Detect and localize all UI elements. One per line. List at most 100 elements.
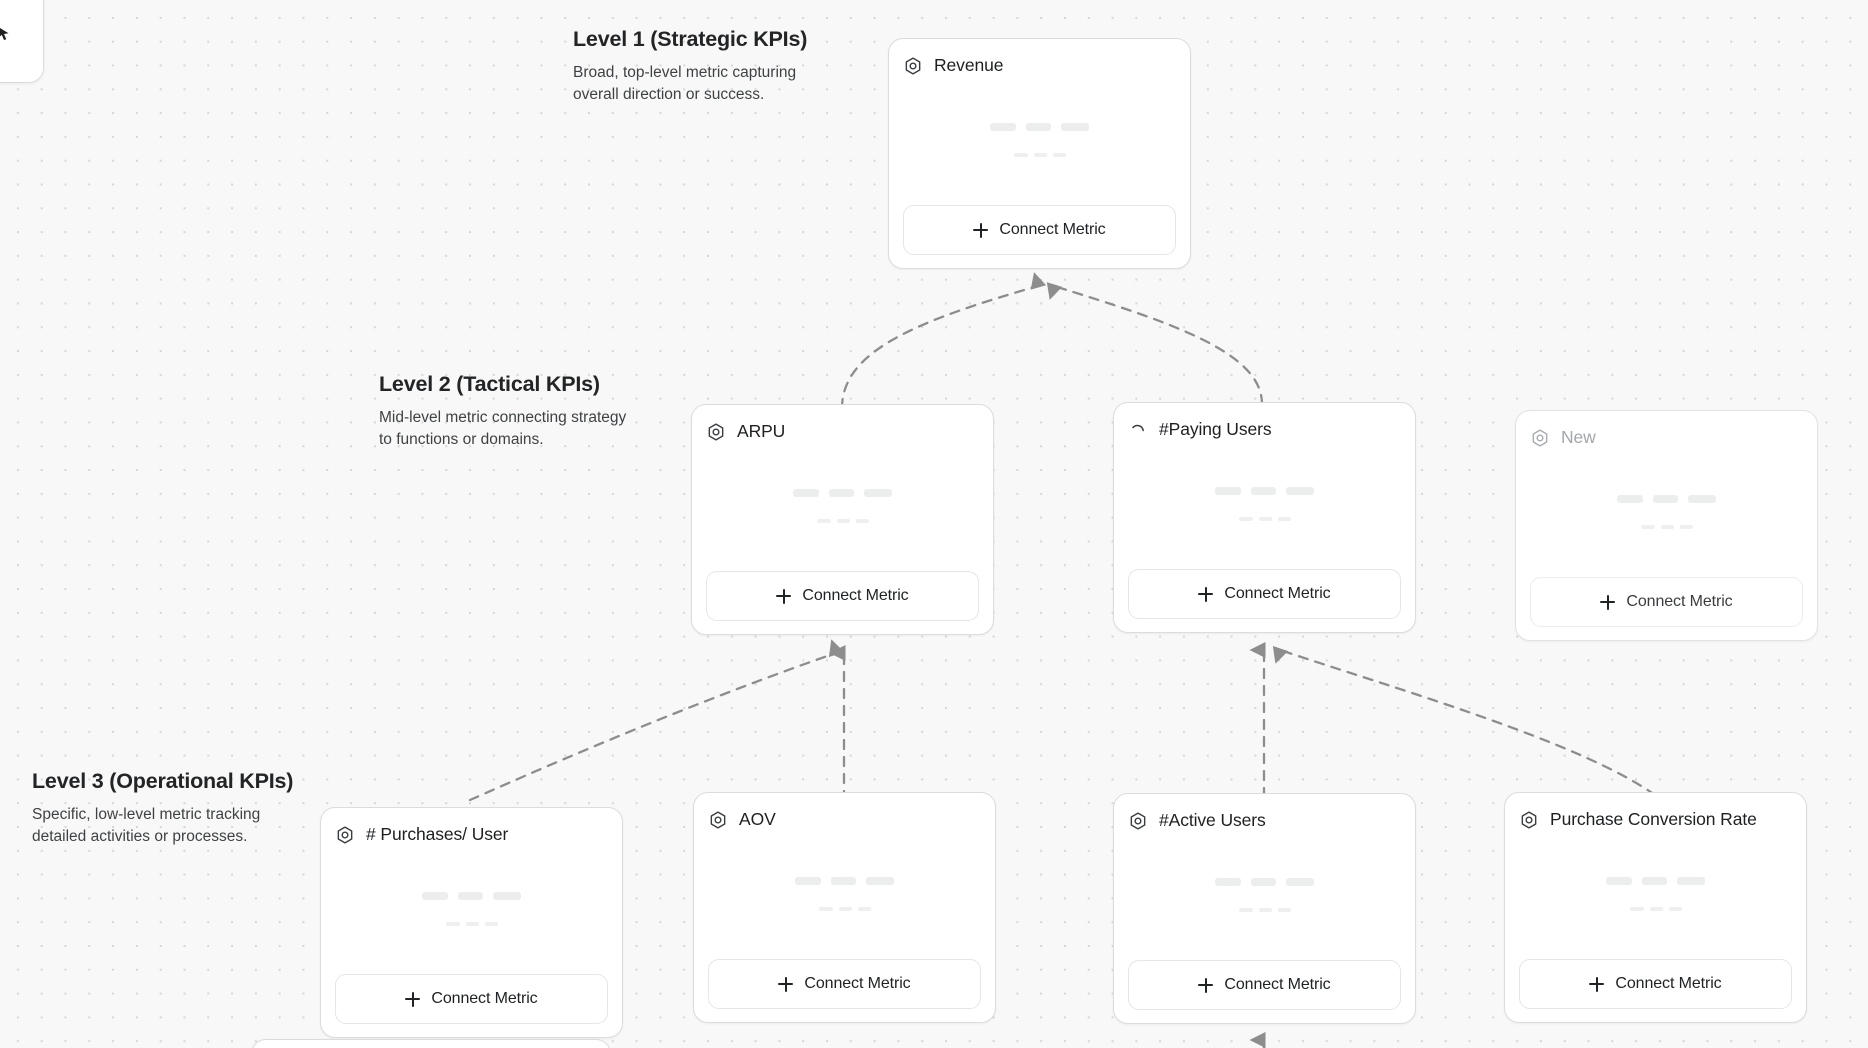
card-title: ARPU <box>737 421 786 442</box>
connect-metric-button[interactable]: Connect Metric <box>1530 577 1803 627</box>
skeleton-row-primary <box>1215 487 1314 495</box>
plus-icon <box>776 588 792 604</box>
spinner-loading-icon <box>1132 424 1144 432</box>
card-header: New <box>1530 425 1803 451</box>
level-2-description: Mid-level metric connecting strategy to … <box>379 409 627 448</box>
skeleton-bar <box>458 892 483 900</box>
skeleton-bar <box>1286 487 1314 495</box>
level-3-title: Level 3 (Operational KPIs) <box>32 769 294 793</box>
edge-purchases-to-arpu <box>468 639 845 802</box>
skeleton-bar <box>1660 525 1674 529</box>
skeleton-bar <box>1640 525 1655 529</box>
plus-icon <box>1198 586 1214 602</box>
skeleton-row-primary <box>1606 877 1705 885</box>
connect-metric-label: Connect Metric <box>1224 976 1331 993</box>
skeleton-bar <box>1679 525 1693 529</box>
skeleton-bar <box>1026 123 1051 131</box>
connect-metric-button[interactable]: Connect Metric <box>1519 959 1792 1009</box>
offscreen-card-top-left[interactable] <box>0 0 44 83</box>
skeleton-bar <box>866 877 894 885</box>
card-skeleton-body <box>706 445 979 571</box>
connect-metric-label: Connect Metric <box>999 221 1106 238</box>
skeleton-bar <box>990 123 1016 131</box>
card-title: Purchase Conversion Rate <box>1550 809 1757 830</box>
card-header: # Purchases/ User <box>335 822 608 848</box>
skeleton-bar <box>465 922 479 926</box>
skeleton-bar <box>1606 877 1632 885</box>
metric-card-paying-users[interactable]: #Paying Users Connect Metric <box>1113 402 1416 633</box>
plus-icon <box>405 991 421 1007</box>
card-header: Purchase Conversion Rate <box>1519 807 1792 833</box>
plus-icon <box>1600 594 1616 610</box>
plus-icon <box>973 222 989 238</box>
skeleton-bar <box>857 907 871 911</box>
hexagon-metric-icon <box>905 57 921 75</box>
edge-conversion-to-paying-users <box>1272 645 1657 797</box>
skeleton-bar <box>831 877 856 885</box>
skeleton-bar <box>795 877 821 885</box>
hexagon-metric-icon <box>1521 811 1537 829</box>
skeleton-bar <box>1653 495 1678 503</box>
skeleton-row-secondary <box>1013 153 1066 157</box>
card-header: #Paying Users <box>1128 417 1401 443</box>
skeleton-bar <box>864 489 892 497</box>
hexagon-metric-icon <box>1532 429 1548 447</box>
connect-metric-button[interactable]: Connect Metric <box>1128 960 1401 1010</box>
metric-card-purchase-conversion-rate[interactable]: Purchase Conversion Rate Connect Metric <box>1504 792 1807 1023</box>
skeleton-row-secondary <box>1238 908 1291 912</box>
skeleton-bar <box>1061 123 1089 131</box>
skeleton-bar <box>484 922 498 926</box>
connect-metric-button[interactable]: Connect Metric <box>903 205 1176 255</box>
level-2-heading-group: Level 2 (Tactical KPIs) Mid-level metric… <box>379 372 629 451</box>
skeleton-bar <box>445 922 460 926</box>
skeleton-bar <box>1649 907 1663 911</box>
skeleton-bar <box>1251 878 1276 886</box>
metric-card-aov[interactable]: AOV Connect Metric <box>693 792 996 1023</box>
card-skeleton-body <box>1128 443 1401 569</box>
skeleton-bar <box>836 519 850 523</box>
skeleton-bar <box>1677 877 1705 885</box>
connect-metric-label: Connect Metric <box>1626 593 1733 610</box>
skeleton-bar <box>829 489 854 497</box>
connect-metric-label: Connect Metric <box>802 587 909 604</box>
plus-icon <box>1589 976 1605 992</box>
connect-metric-button[interactable]: Connect Metric <box>708 959 981 1009</box>
level-3-description: Specific, low-level metric tracking deta… <box>32 806 261 845</box>
card-header: #Active Users <box>1128 808 1401 834</box>
skeleton-bar <box>1688 495 1716 503</box>
metric-card-purchases-per-user[interactable]: # Purchases/ User Connect Metric <box>320 807 623 1038</box>
skeleton-bar <box>1277 517 1291 521</box>
metric-card-arpu[interactable]: ARPU Connect Metric <box>691 404 994 635</box>
skeleton-bar <box>1286 878 1314 886</box>
plus-icon <box>1198 977 1214 993</box>
card-title: # Purchases/ User <box>366 824 509 845</box>
card-skeleton-body <box>335 848 608 974</box>
skeleton-bar <box>818 907 833 911</box>
level-3-heading-group: Level 3 (Operational KPIs) Specific, low… <box>32 769 293 848</box>
card-title: AOV <box>739 809 776 830</box>
offscreen-card-bottom[interactable] <box>251 1039 611 1048</box>
edge-paying-users-to-revenue <box>1046 282 1264 406</box>
connect-metric-button[interactable]: Connect Metric <box>706 571 979 621</box>
metric-card-revenue[interactable]: Revenue Connect Metric <box>888 38 1191 269</box>
connect-metric-label: Connect Metric <box>804 975 911 992</box>
card-header: Revenue <box>903 53 1176 79</box>
skeleton-row-secondary <box>816 519 869 523</box>
metric-card-new[interactable]: New Connect Metric <box>1515 410 1818 641</box>
skeleton-bar <box>838 907 852 911</box>
skeleton-bar <box>1668 907 1682 911</box>
connect-metric-button[interactable]: Connect Metric <box>335 974 608 1024</box>
skeleton-bar <box>1033 153 1047 157</box>
card-title: #Paying Users <box>1159 419 1272 440</box>
level-2-title: Level 2 (Tactical KPIs) <box>379 372 600 396</box>
skeleton-bar <box>1238 908 1253 912</box>
hexagon-metric-icon <box>1130 812 1146 830</box>
connect-metric-label: Connect Metric <box>1615 975 1722 992</box>
card-skeleton-body <box>1530 451 1803 577</box>
plus-icon <box>778 976 794 992</box>
card-title: New <box>1561 427 1596 448</box>
connect-metric-button[interactable]: Connect Metric <box>1128 569 1401 619</box>
skeleton-bar <box>493 892 521 900</box>
metric-card-active-users[interactable]: #Active Users Connect Metric <box>1113 793 1416 1024</box>
